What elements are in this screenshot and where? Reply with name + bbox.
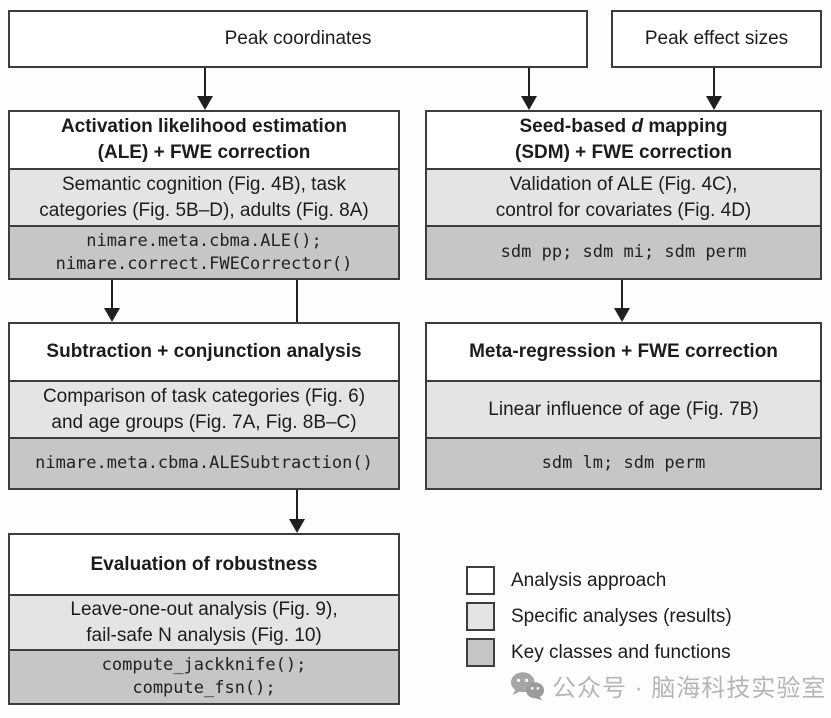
arrow-effectsizes-to-sdm (706, 68, 722, 110)
subtraction-code-line: nimare.meta.cbma.ALESubtraction() (35, 453, 373, 473)
arrowhead-icon (197, 96, 213, 110)
subtraction-title-line: Subtraction + conjunction analysis (46, 341, 362, 362)
sdm-title-d: d (631, 116, 644, 137)
sdm-code-line: sdm pp; sdm mi; sdm perm (500, 242, 747, 262)
metaregression-title-line: Meta-regression + FWE correction (469, 341, 778, 362)
legend-swatch-key-classes (466, 638, 495, 667)
arrow-ale-to-subtraction (104, 280, 120, 322)
arrowhead-icon (706, 96, 722, 110)
legend-label: Analysis approach (511, 569, 667, 591)
metaregression-title: Meta-regression + FWE correction (427, 324, 820, 380)
robustness-analyses: Leave-one-out analysis (Fig. 9), fail-sa… (10, 594, 398, 649)
watermark-text: 公众号 · 脑海科技实验室 (552, 675, 827, 702)
robustness-analyses-line1: Leave-one-out analysis (Fig. 9), (70, 598, 338, 620)
sdm-title: Seed-based d mapping (SDM) + FWE correct… (427, 112, 820, 168)
sdm-box: Seed-based d mapping (SDM) + FWE correct… (425, 110, 822, 280)
arrow-subtraction-to-robustness (289, 490, 305, 533)
metaregression-analyses: Linear influence of age (Fig. 7B) (427, 380, 820, 437)
robustness-box: Evaluation of robustness Leave-one-out a… (8, 533, 400, 705)
connector-line (296, 490, 298, 522)
line-ale-to-subtraction-right (296, 280, 298, 322)
metaregression-analyses-line: Linear influence of age (Fig. 7B) (488, 398, 759, 420)
legend: Analysis approach Specific analyses (res… (466, 566, 732, 674)
ale-box: Activation likelihood estimation (ALE) +… (8, 110, 400, 280)
watermark: 公众号 · 脑海科技实验室 (510, 668, 826, 703)
ale-title-line1: Activation likelihood estimation (60, 116, 348, 137)
ale-analyses-line2: categories (Fig. 5B–D), adults (Fig. 8A) (39, 199, 369, 221)
arrowhead-icon (614, 308, 630, 322)
arrow-sdm-to-metaregression (614, 280, 630, 322)
robustness-code-line1: compute_jackknife(); (101, 655, 307, 675)
sdm-code: sdm pp; sdm mi; sdm perm (427, 225, 820, 278)
metaregression-code-line: sdm lm; sdm perm (541, 453, 706, 473)
sdm-title-pre: Seed-based (519, 116, 627, 137)
ale-code: nimare.meta.cbma.ALE(); nimare.correct.F… (10, 225, 398, 278)
subtraction-box: Subtraction + conjunction analysis Compa… (8, 322, 400, 490)
ale-title-line2: (ALE) + FWE correction (97, 142, 311, 163)
legend-label: Specific analyses (results) (511, 605, 732, 627)
metaregression-code: sdm lm; sdm perm (427, 437, 820, 488)
wechat-icon (510, 671, 544, 700)
ale-code-line1: nimare.meta.cbma.ALE(); (86, 230, 322, 251)
ale-analyses-line1: Semantic cognition (Fig. 4B), task (61, 173, 347, 195)
connector-line (713, 68, 715, 99)
subtraction-title: Subtraction + conjunction analysis (10, 324, 398, 380)
sdm-title-line2: (SDM) + FWE correction (515, 142, 732, 163)
subtraction-analyses-line2: and age groups (Fig. 7A, Fig. 8B–C) (51, 411, 357, 433)
legend-swatch-specific-analyses (466, 602, 495, 631)
connector-line (621, 280, 623, 311)
subtraction-code: nimare.meta.cbma.ALESubtraction() (10, 437, 398, 488)
sdm-analyses-line1: Validation of ALE (Fig. 4C), (509, 173, 738, 195)
ale-analyses: Semantic cognition (Fig. 4B), task categ… (10, 168, 398, 225)
connector-line (111, 280, 113, 311)
arrow-coordinates-to-ale (197, 68, 213, 110)
metaregression-box: Meta-regression + FWE correction Linear … (425, 322, 822, 490)
ale-code-line2: nimare.correct.FWECorrector() (55, 253, 353, 274)
connector-line (204, 68, 206, 99)
robustness-title: Evaluation of robustness (10, 535, 398, 594)
connector-line (528, 68, 530, 99)
peak-coordinates-label: Peak coordinates (224, 28, 372, 49)
peak-effect-sizes-label: Peak effect sizes (644, 28, 789, 49)
robustness-analyses-line2: fail-safe N analysis (Fig. 10) (86, 624, 322, 646)
peak-effect-sizes-box: Peak effect sizes (611, 10, 822, 68)
robustness-code: compute_jackknife(); compute_fsn(); (10, 649, 398, 703)
subtraction-analyses-line1: Comparison of task categories (Fig. 6) (42, 385, 366, 407)
sdm-analyses: Validation of ALE (Fig. 4C), control for… (427, 168, 820, 225)
robustness-code-line2: compute_fsn(); (132, 678, 276, 698)
robustness-title-line: Evaluation of robustness (90, 553, 318, 575)
sdm-analyses-line2: control for covariates (Fig. 4D) (495, 199, 752, 221)
arrowhead-icon (521, 96, 537, 110)
legend-item-analysis-approach: Analysis approach (466, 566, 732, 595)
subtraction-analyses: Comparison of task categories (Fig. 6) a… (10, 380, 398, 437)
legend-label: Key classes and functions (511, 641, 731, 663)
arrowhead-icon (104, 308, 120, 322)
legend-swatch-analysis-approach (466, 566, 495, 595)
arrow-coordinates-to-sdm (521, 68, 537, 110)
arrowhead-icon (289, 519, 305, 533)
legend-item-key-classes: Key classes and functions (466, 638, 732, 667)
peak-coordinates-box: Peak coordinates (8, 10, 588, 68)
legend-item-specific-analyses: Specific analyses (results) (466, 602, 732, 631)
ale-title: Activation likelihood estimation (ALE) +… (10, 112, 398, 168)
sdm-title-post: mapping (648, 116, 728, 137)
